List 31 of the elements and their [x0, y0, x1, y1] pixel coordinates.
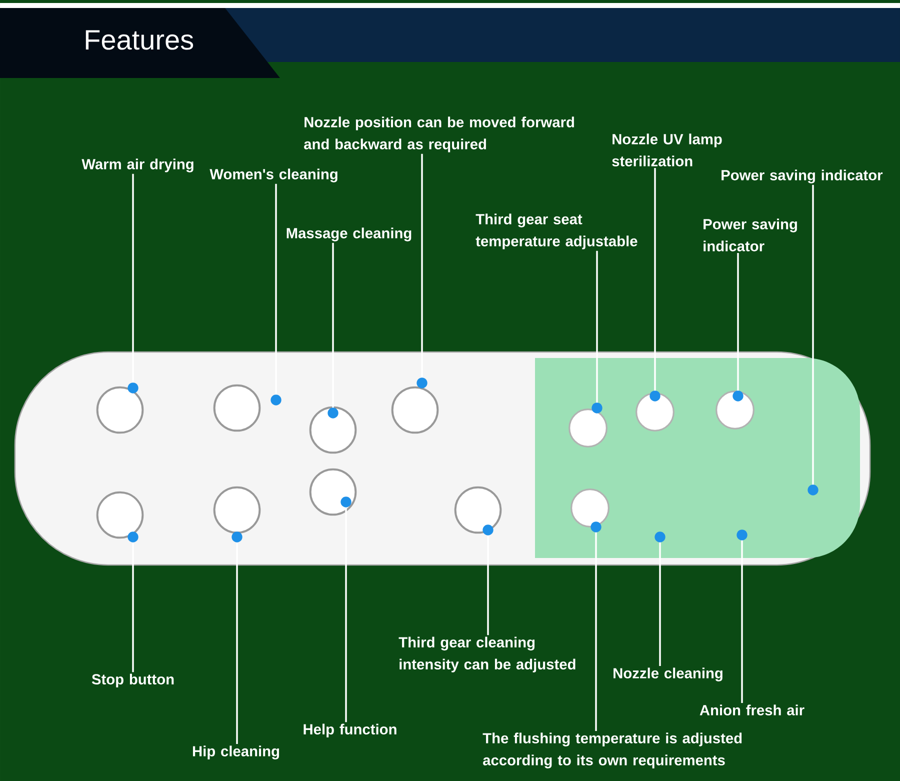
leader-line	[128, 532, 138, 672]
callout-label: The flushing temperature is adjusted according to its own requirements	[482, 732, 742, 768]
callout-label: Hip cleaning	[192, 746, 280, 760]
callout-label: Power saving indicator	[722, 170, 883, 184]
callout-label: Nozzle position can be moved forward and backward as required	[304, 116, 574, 152]
leader-line	[416, 154, 428, 388]
leader-line	[270, 184, 282, 406]
leader-line	[654, 532, 666, 666]
callout-label: Power saving indicator	[704, 218, 797, 252]
callout-label: Nozzle UV lamp sterilization	[612, 134, 722, 166]
leader-line	[128, 174, 138, 394]
callout-label: Warm air drying	[82, 158, 194, 172]
callout-label: Third gear seat temperature adjustable	[476, 214, 638, 250]
leader-line	[590, 522, 602, 732]
callout-label: Stop button	[92, 674, 174, 688]
leader-line	[340, 496, 352, 722]
leader-line	[736, 530, 748, 704]
callout-label: Nozzle cleaning	[614, 668, 722, 682]
leader-line	[808, 184, 818, 496]
title: Features	[86, 30, 194, 50]
callout-label: Women's cleaning	[210, 168, 338, 182]
callout-label: Anion fresh air	[700, 704, 804, 716]
callout-label: Third gear cleaning intensity can be adjusted	[398, 636, 576, 672]
leader-line	[732, 252, 744, 402]
callout-label: Help function	[304, 724, 396, 738]
leader-line	[592, 250, 602, 414]
callout-label: Massage cleaning	[286, 228, 412, 242]
leader-line	[650, 168, 660, 402]
leader-line	[328, 242, 338, 418]
leader-line	[232, 532, 242, 744]
leader-line	[482, 524, 494, 636]
